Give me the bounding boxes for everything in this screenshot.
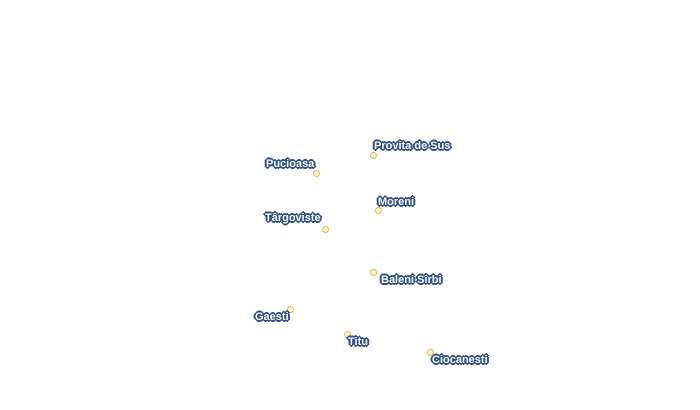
city-label: Baleni Sîrbi: [381, 274, 442, 286]
city-marker-icon[interactable]: [286, 305, 294, 313]
city-marker-icon[interactable]: [369, 268, 377, 276]
city-marker-icon[interactable]: [343, 330, 351, 338]
city-label: Titu: [348, 336, 368, 348]
city-marker-icon[interactable]: [312, 169, 320, 177]
city-label: Târgoviste: [265, 212, 321, 224]
city-label: Ciocanesti: [432, 354, 488, 366]
city-label: Pucioasa: [266, 158, 315, 170]
city-label: Provita de Sus: [374, 140, 451, 152]
city-label: Gaesti: [255, 311, 289, 323]
city-marker-icon[interactable]: [426, 348, 434, 356]
city-marker-icon[interactable]: [369, 151, 377, 159]
city-marker-icon[interactable]: [321, 225, 329, 233]
city-marker-icon[interactable]: [374, 206, 382, 214]
city-label: Moreni: [378, 196, 415, 208]
